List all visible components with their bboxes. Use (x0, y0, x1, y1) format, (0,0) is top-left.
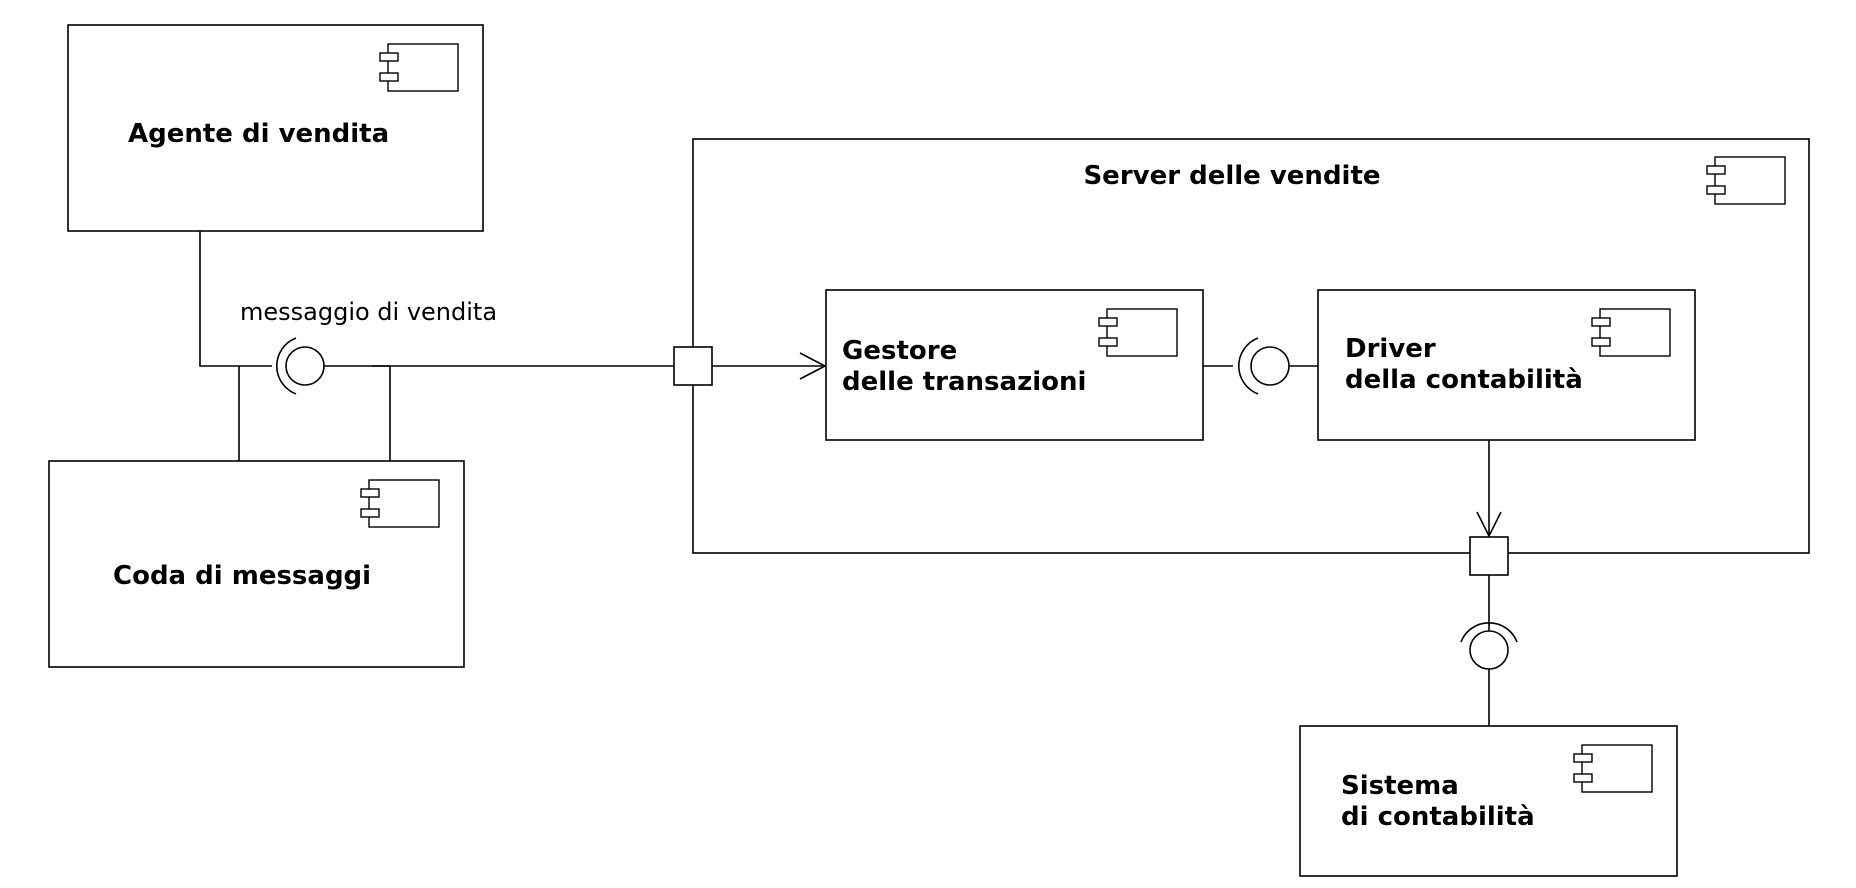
interface-messaggio-di-vendita[interactable]: messaggio di vendita (240, 298, 674, 395)
uml-component-icon (1591, 308, 1671, 357)
component-label-line1: Gestore (842, 336, 957, 366)
component-label-line2: della contabilità (1345, 365, 1583, 395)
connector-agente-coda (199, 231, 391, 461)
lollipop-icon (285, 346, 325, 386)
uml-component-icon (360, 479, 440, 528)
uml-component-icon (379, 43, 459, 92)
component-sistema-di-contabilita[interactable]: Sistema di contabilità (1299, 725, 1678, 877)
component-label: Agente di vendita (128, 119, 389, 149)
uml-component-icon (1573, 744, 1653, 793)
component-label-line1: Sistema (1341, 771, 1459, 801)
socket-icon (275, 337, 297, 395)
component-driver-della-contabilita[interactable]: Driver della contabilità (1317, 289, 1696, 441)
interface-sistema-contabilita[interactable] (1460, 575, 1518, 726)
component-agente-di-vendita[interactable]: Agente di vendita (67, 24, 484, 232)
delegation-arrow-to-port (1476, 440, 1502, 538)
uml-component-icon (1706, 156, 1786, 205)
component-label: Server delle vendite (1083, 161, 1380, 191)
component-coda-di-messaggi[interactable]: Coda di messaggi (48, 460, 465, 668)
interface-gestore-driver[interactable] (1203, 337, 1318, 395)
interface-label: messaggio di vendita (240, 298, 497, 326)
component-gestore-delle-transazioni[interactable]: Gestore delle transazioni (825, 289, 1204, 441)
lollipop-icon (1469, 630, 1509, 670)
component-label: Coda di messaggi (113, 561, 371, 591)
port-square-icon[interactable] (1469, 536, 1509, 576)
socket-icon (1237, 337, 1259, 395)
socket-icon (1460, 621, 1518, 643)
component-label-line2: di contabilità (1341, 802, 1535, 832)
port-square-icon[interactable] (673, 346, 713, 386)
delegation-arrow-to-gestore (712, 352, 827, 380)
uml-component-icon (1098, 308, 1178, 357)
component-label-line1: Driver (1345, 334, 1436, 364)
component-label-line2: delle transazioni (842, 367, 1086, 397)
